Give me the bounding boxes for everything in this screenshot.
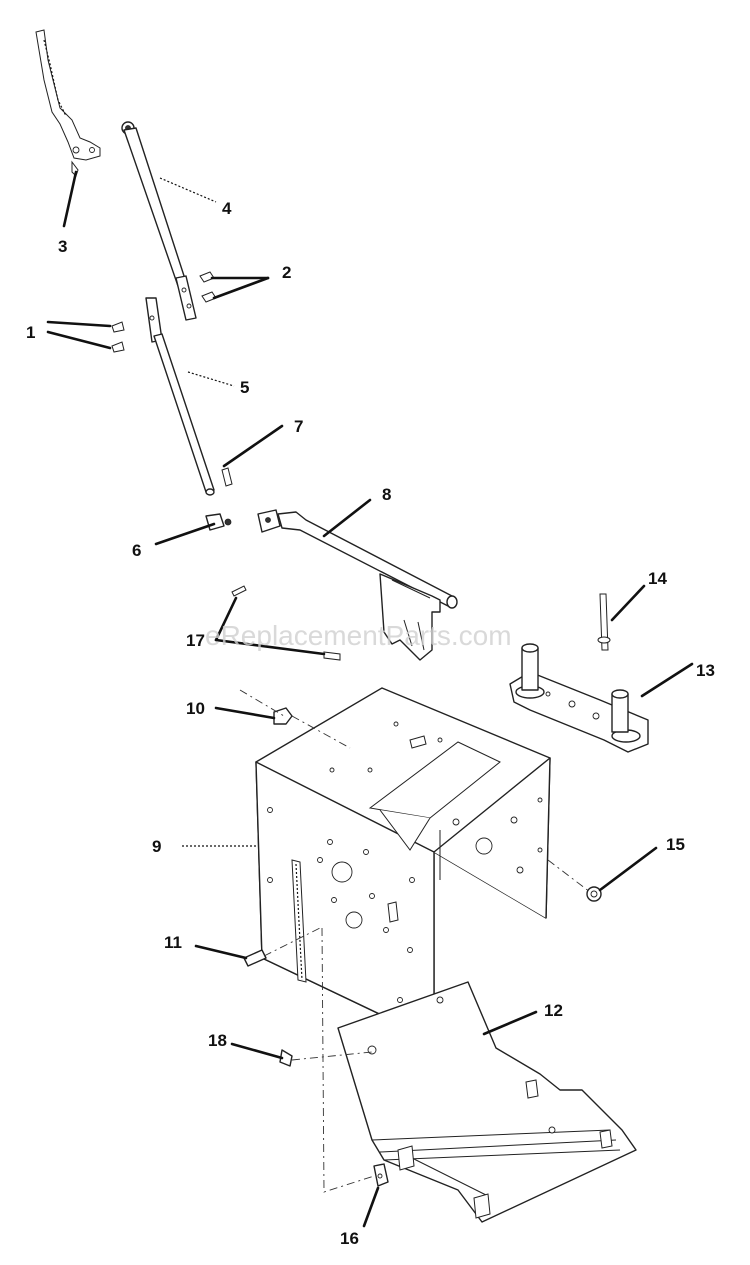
callout-15: 15 bbox=[666, 835, 685, 854]
leader-lines bbox=[46, 170, 694, 1228]
mounting-bracket bbox=[509, 643, 649, 753]
callout-12: 12 bbox=[544, 1001, 563, 1020]
shift-lever-top bbox=[35, 29, 101, 177]
callout-8: 8 bbox=[382, 485, 391, 504]
bottom-plate bbox=[337, 981, 637, 1223]
watermark-text: eReplacementParts.com bbox=[205, 620, 512, 651]
shift-rod-lower bbox=[111, 297, 215, 496]
alignment-lines bbox=[239, 689, 591, 1193]
callout-9: 9 bbox=[152, 837, 161, 856]
carriage-bolt bbox=[243, 949, 267, 967]
callout-10: 10 bbox=[186, 699, 205, 718]
lock-nut bbox=[273, 707, 293, 725]
retaining-clip bbox=[373, 1163, 389, 1187]
callout-4: 4 bbox=[222, 199, 232, 218]
rod-end-connector bbox=[205, 513, 232, 531]
shift-rod bbox=[121, 121, 217, 321]
callout-3: 3 bbox=[58, 237, 67, 256]
callout-16: 16 bbox=[340, 1229, 359, 1248]
pivot-pin bbox=[597, 593, 611, 651]
callout-18: 18 bbox=[208, 1031, 227, 1050]
clip bbox=[221, 467, 233, 487]
spring-pins bbox=[231, 585, 341, 661]
callout-11: 11 bbox=[164, 933, 182, 952]
callout-17: 17 bbox=[186, 631, 205, 650]
callout-5: 5 bbox=[240, 378, 249, 397]
callout-6: 6 bbox=[132, 541, 141, 560]
main-housing bbox=[255, 687, 551, 1041]
callout-1: 1 bbox=[26, 323, 35, 342]
washer bbox=[586, 886, 602, 902]
callout-7: 7 bbox=[294, 417, 303, 436]
callout-2: 2 bbox=[282, 263, 291, 282]
callout-14: 14 bbox=[648, 569, 667, 588]
shifter-rod-fork bbox=[257, 509, 458, 661]
callout-13: 13 bbox=[696, 661, 715, 680]
